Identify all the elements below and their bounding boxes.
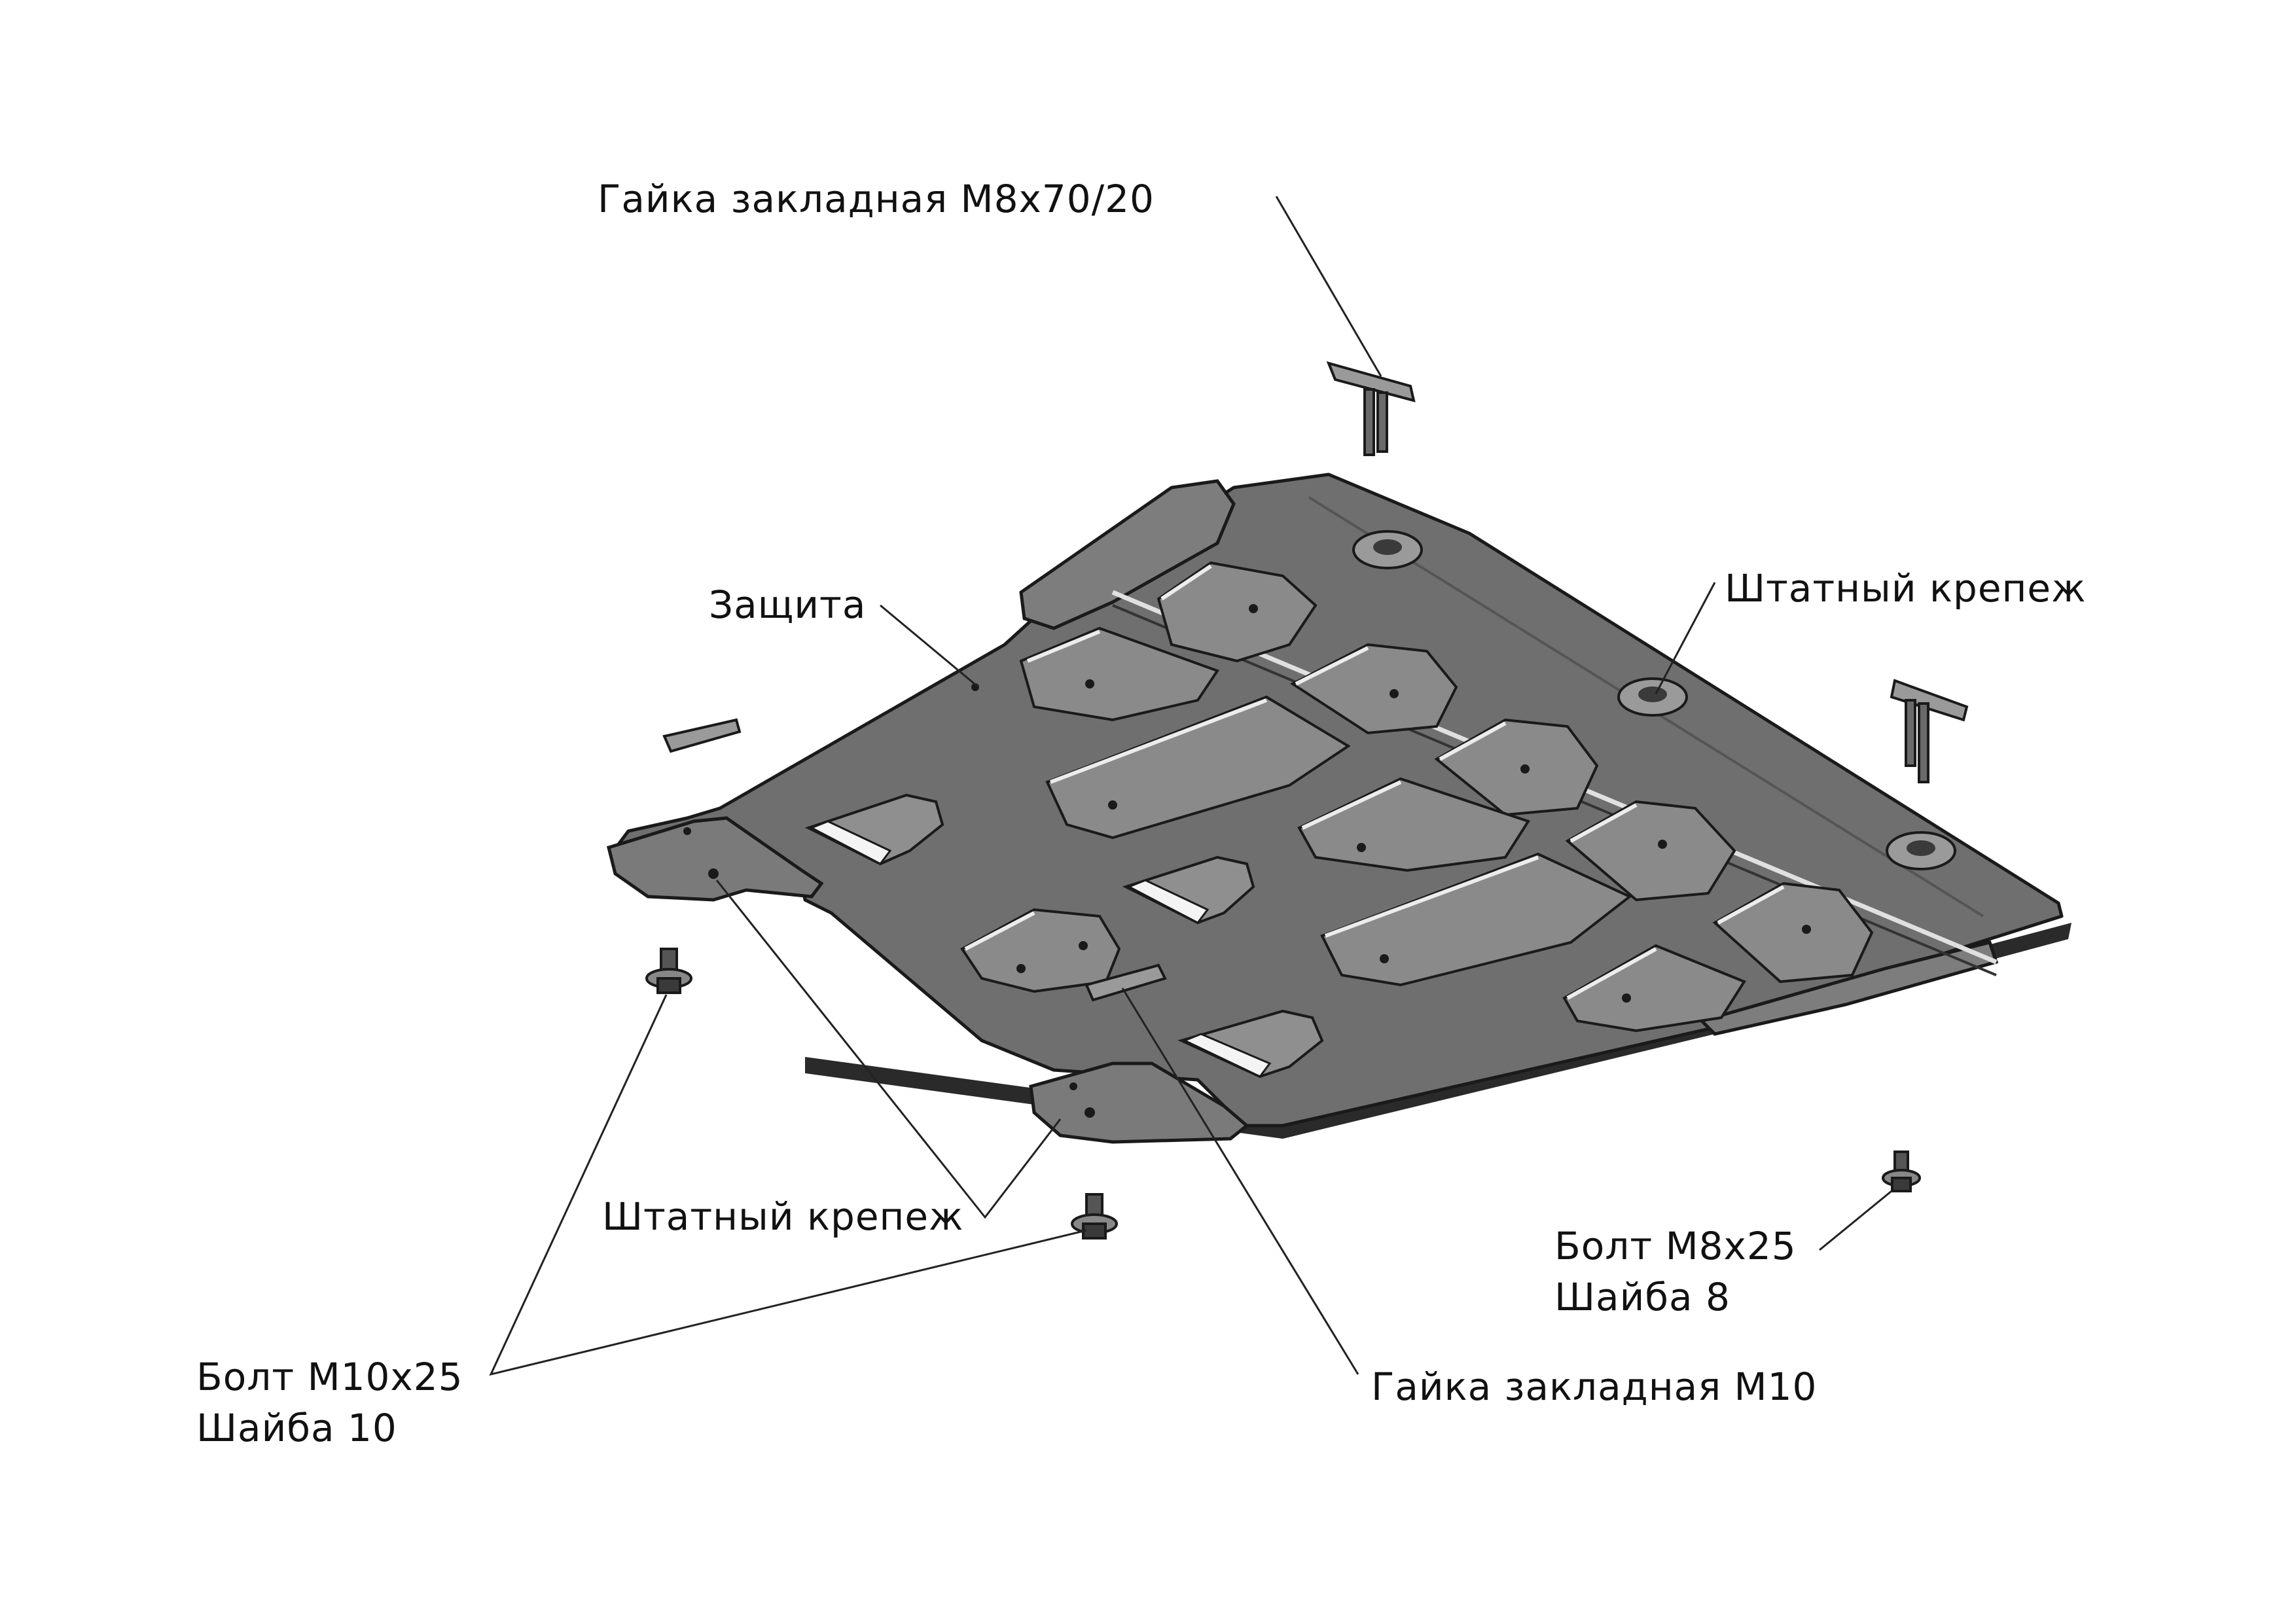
leader-bolt-m8 [1819,1190,1892,1251]
embedded-nut-m8-top [1326,361,1416,456]
bolt-m10-center [1071,1193,1118,1240]
embedded-nut-m10-left [662,718,742,753]
leader-shield [880,604,979,688]
label-embedded-nut-m8: Гайка закладная М8х70/20 [598,177,1155,221]
label-bolt-m10: Болт М10х25 Шайба 10 [196,1351,463,1454]
vent-louvers [804,793,1324,1079]
leader-lines [489,196,1892,1376]
leader-nut-m10 [1121,988,1359,1375]
bolt-m10-left [645,948,692,994]
pocket-highlights [964,564,1785,1000]
label-bolt-m10-line2: Шайба 10 [196,1406,397,1451]
bolt-m8-right [1882,1150,1921,1192]
label-embedded-nut-m10: Гайка закладная М10 [1371,1364,1818,1409]
label-standard-fastener-right: Штатный крепеж [1725,566,2087,611]
plate-holes [683,604,1811,1118]
label-standard-fastener-bottom: Штатный крепеж [602,1194,964,1239]
label-bolt-m8-line1: Болт М8х25 [1554,1224,1797,1268]
label-bolt-m8-line2: Шайба 8 [1554,1275,1731,1320]
leader-std-fastener-right [1655,582,1716,694]
label-bolt-m8: Болт М8х25 Шайба 8 [1554,1221,1797,1323]
leader-nut-m8 [1275,196,1382,377]
leader-std-fastener-bottom [715,880,1062,1219]
plate-pockets [960,561,1874,1033]
embedded-nut-m10-center [1085,963,1167,1002]
leader-bolt-m10 [489,994,1087,1376]
label-shield: Защита [709,582,867,627]
label-bolt-m10-line1: Болт М10х25 [196,1355,463,1399]
embedded-nut-m8-right [1890,679,1969,783]
